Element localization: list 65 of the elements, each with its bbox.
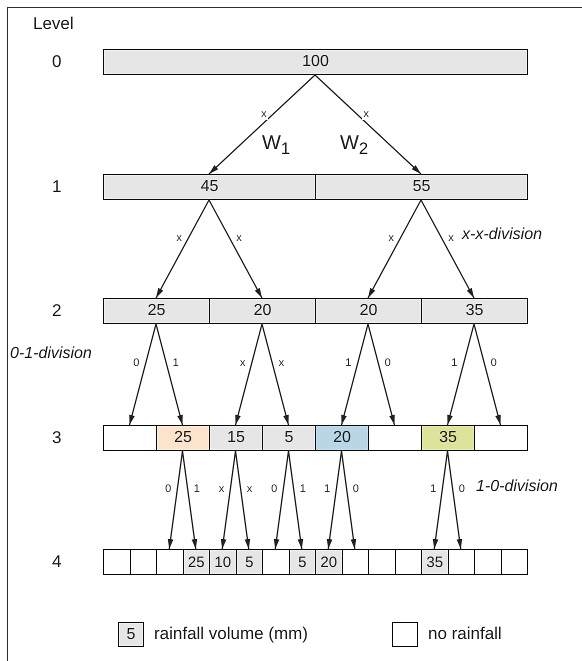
arrow: [234, 324, 263, 426]
edge-label: 0: [458, 484, 466, 496]
rainfall-cell: 5: [262, 425, 316, 451]
arrow: [473, 324, 502, 426]
rainfall-cell: 25: [182, 549, 210, 575]
legend-text: no rainfall: [428, 624, 502, 644]
rainfall-cell: 20: [315, 298, 422, 324]
arrow: [340, 324, 369, 426]
arrow: [288, 450, 304, 550]
edge-label: 0: [352, 484, 360, 496]
level-number: 1: [52, 177, 62, 197]
arrow: [234, 450, 250, 550]
arrow: [261, 324, 290, 426]
level-number: 0: [52, 52, 62, 72]
legend-swatch: 5: [118, 622, 144, 647]
division-label: 0-1-division: [10, 345, 92, 363]
edge-label: 0: [132, 358, 140, 370]
level-heading: Level: [33, 14, 74, 34]
rainfall-cell: 25: [103, 298, 210, 324]
rainfall-cell: 45: [103, 174, 316, 200]
rainfall-cell: 35: [421, 298, 528, 324]
arrow: [182, 450, 198, 550]
arrow: [446, 324, 475, 426]
arrow: [420, 200, 475, 298]
arrow: [128, 324, 157, 426]
edge-label: 0: [384, 358, 392, 370]
level-number: 3: [52, 428, 62, 448]
arrow: [220, 450, 236, 550]
rainfall-cell: 25: [156, 425, 210, 451]
division-label: x-x-division: [462, 226, 542, 244]
rainfall-cell: 20: [209, 298, 316, 324]
arrow: [155, 200, 210, 298]
edge-label: x: [362, 108, 370, 120]
division-label: 1-0-division: [476, 478, 558, 496]
arrow: [155, 324, 184, 426]
rainfall-cell: 15: [209, 425, 263, 451]
rainfall-cell: 5: [288, 549, 316, 575]
arrow: [367, 200, 422, 298]
arrow: [432, 450, 448, 550]
rainfall-cell: 20: [315, 425, 369, 451]
rainfall-cell: 5: [236, 549, 263, 575]
rainfall-cell: 10: [209, 549, 236, 575]
arrow: [326, 450, 342, 550]
edge-label: x: [260, 108, 268, 120]
arrow: [208, 74, 316, 174]
weight-label: W$_{1}$: [262, 132, 290, 159]
rainfall-cell: 20: [315, 549, 342, 575]
edge-label: 0: [270, 484, 278, 496]
arrow: [340, 450, 356, 550]
arrow: [367, 324, 396, 426]
arrow: [314, 74, 422, 174]
arrow: [274, 450, 290, 550]
level-number: 2: [52, 301, 62, 321]
arrow: [446, 450, 462, 550]
arrow: [208, 200, 263, 298]
rainfall-cell: 35: [421, 549, 448, 575]
legend-text: rainfall volume (mm): [154, 624, 308, 644]
arrow: [168, 450, 184, 550]
rainfall-cell: 100: [103, 49, 528, 75]
level-number: 4: [52, 552, 62, 572]
edge-label: 0: [490, 358, 498, 370]
edge-label: 0: [164, 484, 172, 496]
rainfall-cell: 55: [315, 174, 528, 200]
weight-label: W$_{2}$: [340, 132, 368, 159]
rainfall-cell: 35: [421, 425, 475, 451]
